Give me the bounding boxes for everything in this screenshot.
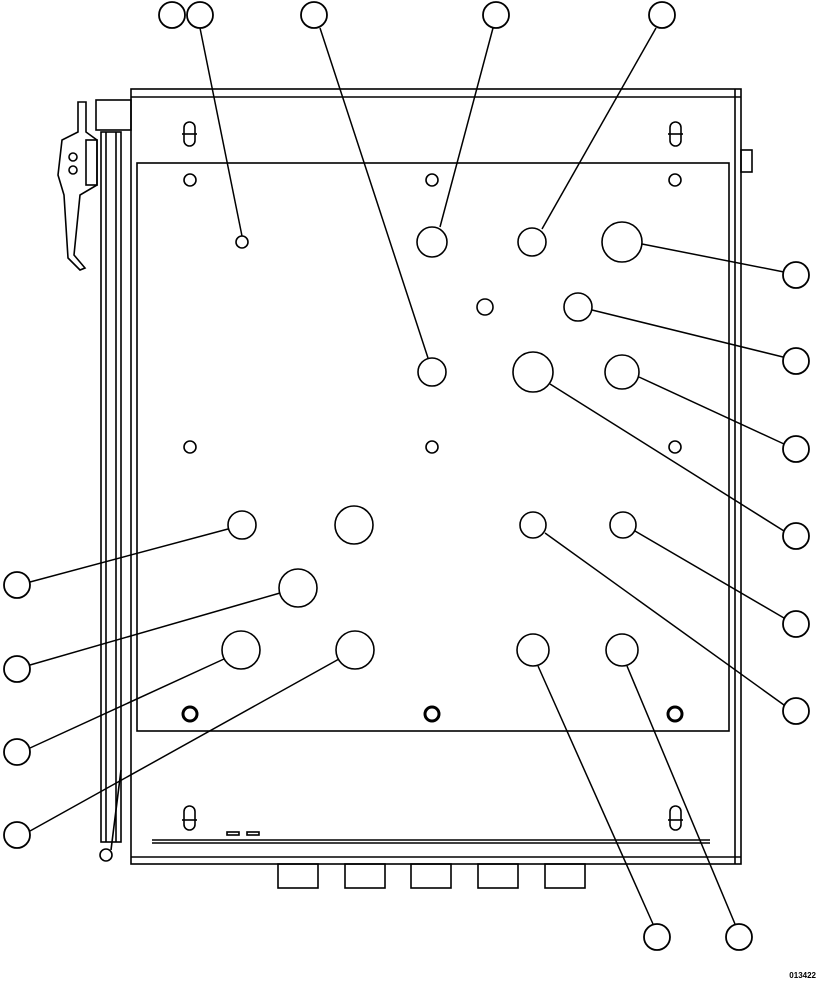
leader-line	[549, 383, 785, 532]
callout-circle[interactable]	[782, 261, 810, 289]
callout-circle[interactable]	[782, 697, 810, 725]
hinge-bottom-pin	[99, 848, 113, 862]
enclosure-housing	[130, 88, 753, 889]
fixing-hole-bold	[181, 705, 199, 723]
knockout-hole-large	[601, 221, 643, 263]
bottom-connector-3	[410, 863, 452, 889]
latch-bracket	[85, 139, 98, 186]
callout-circle[interactable]	[3, 655, 31, 683]
callout-circle[interactable]	[643, 923, 671, 951]
knockout-hole-large	[278, 568, 318, 608]
knockout-hole	[604, 354, 640, 390]
drawing-reference-number: 013422	[789, 971, 816, 980]
fixing-hole	[183, 440, 197, 454]
callout-circle[interactable]	[158, 1, 186, 29]
leader-line	[199, 27, 243, 237]
leader-lines	[29, 27, 785, 925]
callout-circle[interactable]	[482, 1, 510, 29]
hinge-top-cap	[95, 99, 132, 131]
fixing-hole	[183, 173, 197, 187]
leader-line	[541, 27, 657, 230]
leader-line	[641, 243, 785, 273]
knockout-hole-large	[512, 351, 554, 393]
knockout-hole	[519, 511, 547, 539]
leader-line	[638, 376, 785, 445]
knockout-hole	[563, 292, 593, 322]
gland-plate-outline	[136, 162, 730, 732]
right-side-knob	[740, 149, 753, 173]
bottom-connector-5	[544, 863, 586, 889]
enclosure-outer-frame	[130, 88, 742, 865]
fixing-hole-bold	[423, 705, 441, 723]
callout-circle[interactable]	[648, 1, 676, 29]
callout-circle[interactable]	[3, 821, 31, 849]
bottom-connector-1	[277, 863, 319, 889]
door-hinge-assembly	[57, 99, 132, 862]
knockout-hole	[517, 227, 547, 257]
leader-line	[591, 309, 784, 358]
callout-circle[interactable]	[186, 1, 214, 29]
knockout-hole-large	[221, 630, 261, 670]
leader-line	[537, 665, 654, 925]
leader-line	[626, 665, 736, 925]
hinge-bar	[100, 131, 122, 843]
leader-line	[29, 528, 229, 583]
knockout-hole-large	[334, 505, 374, 545]
knockout-hole	[516, 633, 550, 667]
callout-circle[interactable]	[782, 522, 810, 550]
rail-mark	[246, 831, 260, 836]
callout-circle[interactable]	[782, 610, 810, 638]
bottom-connector-4	[477, 863, 519, 889]
small-knockout	[476, 298, 494, 316]
knockout-hole	[609, 511, 637, 539]
fixing-hole	[425, 173, 439, 187]
latch-handle	[57, 101, 98, 271]
callout-circle[interactable]	[782, 435, 810, 463]
knockout-hole-large	[335, 630, 375, 670]
knockout-hole	[417, 357, 447, 387]
hinge-bottom-brace	[110, 769, 122, 851]
fixing-hole	[668, 440, 682, 454]
fixing-hole	[425, 440, 439, 454]
leader-line	[29, 658, 225, 749]
callout-circle[interactable]	[782, 347, 810, 375]
leader-line	[29, 592, 281, 666]
fixing-hole	[668, 173, 682, 187]
callout-circle[interactable]	[3, 571, 31, 599]
leader-line	[634, 530, 785, 619]
latch-pivot-lower	[68, 165, 78, 175]
callout-circle[interactable]	[300, 1, 328, 29]
latch-pivot-upper	[68, 152, 78, 162]
knockout-hole	[227, 510, 257, 540]
callout-circle[interactable]	[3, 738, 31, 766]
bottom-connector-2	[344, 863, 386, 889]
mounting-slot-bottom-left	[183, 805, 196, 831]
gland-plate	[136, 162, 730, 732]
small-knockout	[235, 235, 249, 249]
leader-line	[319, 27, 429, 359]
callouts	[3, 1, 810, 951]
fixing-hole-bold	[666, 705, 684, 723]
knockout-hole	[416, 226, 448, 258]
callout-circle[interactable]	[725, 923, 753, 951]
leader-line	[439, 27, 494, 228]
mounting-slot-bottom-right	[669, 805, 682, 831]
leader-line	[29, 658, 340, 832]
leader-line	[544, 532, 785, 706]
rail-mark	[226, 831, 240, 836]
knockout-hole	[605, 633, 639, 667]
